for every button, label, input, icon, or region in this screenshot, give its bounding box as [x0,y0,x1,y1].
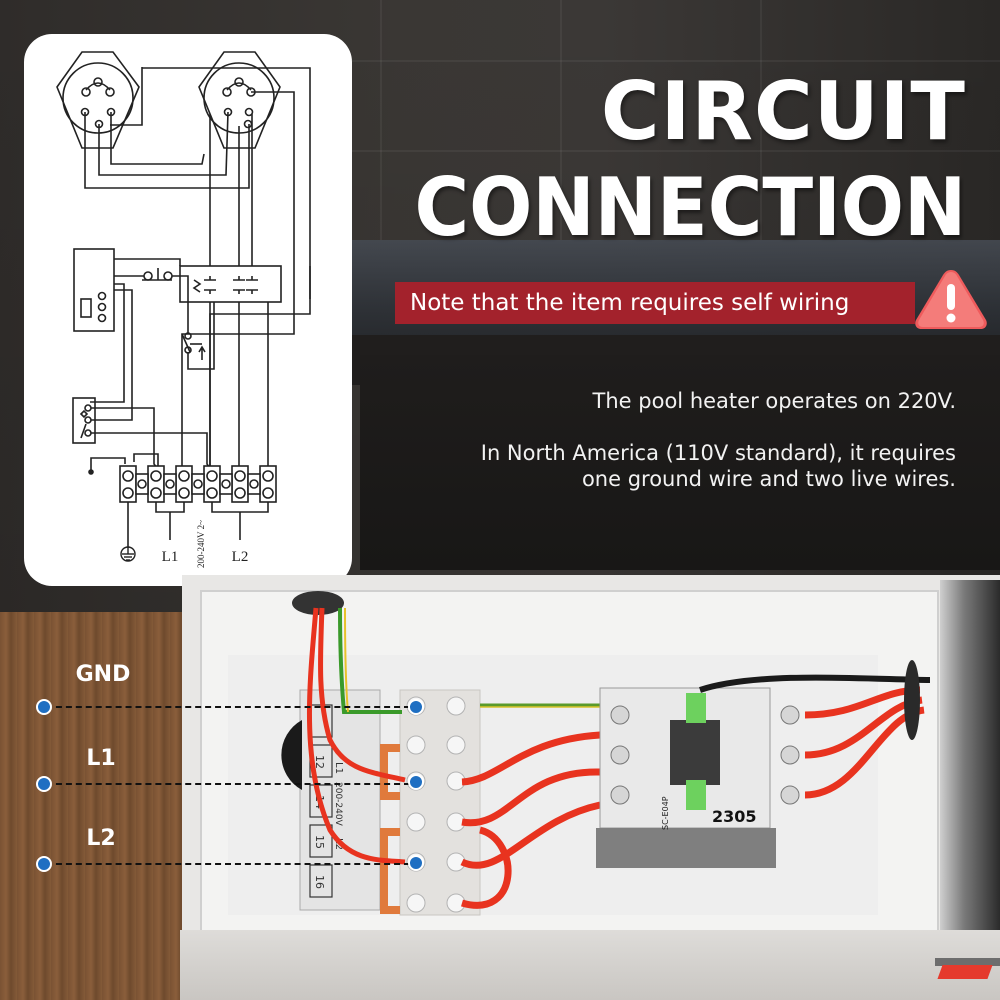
plate-number-16: 16 [313,875,326,889]
heater-flange-left [62,62,134,134]
callout-label-l2: L2 [86,826,116,851]
diagram-label-voltage: 200-240V 2~ [196,520,206,568]
latch-base [935,958,1000,966]
diagram-label-l2: L2 [232,549,249,565]
terminal-label-plate [299,689,381,911]
wire-l1-in [318,607,406,783]
description-line-b: one ground wire and two live wires. [581,467,956,491]
cable-grommet [292,591,344,615]
plate-text-l1: L1 [333,762,344,774]
contactor-symbol [179,265,282,303]
heater-element-right [198,51,281,149]
cable-grommet-right [904,660,920,740]
description-north-america: In North America (110V standard), it req… [481,440,956,492]
description-line-a: In North America (110V standard), it req… [480,441,956,465]
title-line-1: CIRCUIT [600,65,966,158]
note-banner [395,282,915,324]
ground-icon [120,546,136,562]
wire-loops [460,731,601,909]
jumper-l1 [380,744,400,800]
callout-label-l1: L1 [86,746,116,771]
wall-seam [330,60,1000,62]
wire-l2-in [307,607,406,865]
contactor-green-label-bottom [686,780,706,810]
contactor-number: 2305 [712,807,757,826]
contactor-model: SC-E04P [661,796,670,830]
callout-dot-l1-start [36,776,52,792]
plate-number-12: 12 [313,755,326,769]
callout-line-l2 [46,863,410,865]
diagram-label-l1: L1 [162,549,179,565]
terminal-strip [399,689,481,916]
callout-dot-l1-terminal [408,774,424,790]
callout-dot-l2-terminal [408,855,424,871]
wiring-diagram: L1 L2 200-240V 2~ [56,51,311,568]
callout-label-gnd: GND [75,662,131,687]
contactor-base [596,828,776,868]
pool-wall [360,355,1000,570]
page-title: CIRCUIT CONNECTION [373,72,966,248]
thermostat-knob [281,720,302,790]
warning-triangle-icon [915,270,987,329]
note-text: Note that the item requires self wiring [410,290,850,316]
callout-line-l1 [46,783,410,785]
plate-number-15: 15 [313,835,326,849]
terminal-block-symbol [119,465,277,503]
wood-surface [0,612,200,1000]
electrical-box-front [180,930,1000,1000]
title-line-2: CONNECTION [414,161,966,254]
heater-element-left [56,51,140,149]
contactor-actuator [670,720,720,785]
callout-dot-gnd-terminal [408,699,424,715]
wall-seam [330,150,1000,152]
callout-dot-l2-start [36,856,52,872]
callout-dot-gnd-start [36,699,52,715]
callout-line-gnd [46,706,410,708]
wire-ground-in [338,607,402,714]
plate-text-voltage: 200-240V [333,782,343,827]
wall-seam [560,0,562,240]
jumper-l2 [380,828,400,914]
wall-seam [380,0,382,240]
contactor-green-label-top [686,693,706,723]
heater-bay [940,580,1000,940]
description-voltage: The pool heater operates on 220V. [592,389,956,413]
wiring-diagram-card: L1 L2 200-240V 2~ [24,34,352,586]
wall-seam [760,0,762,240]
